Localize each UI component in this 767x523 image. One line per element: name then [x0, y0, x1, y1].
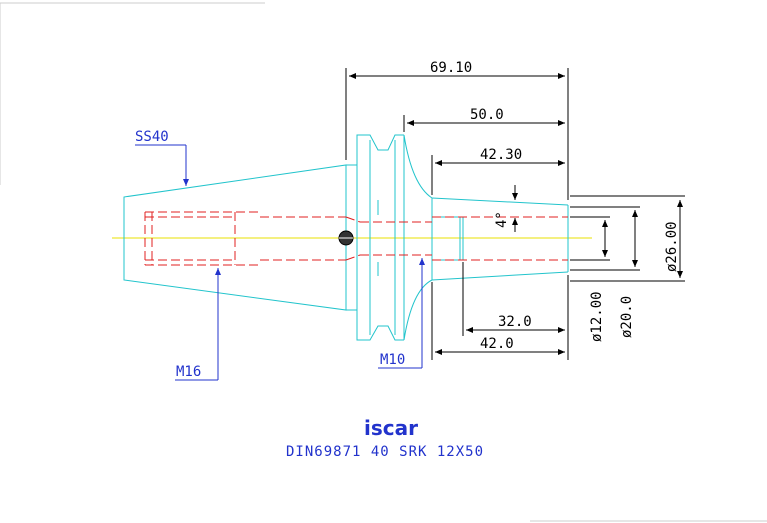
iscar-logo: iscar	[364, 416, 418, 440]
label-thread-m10: M10	[380, 352, 405, 368]
dim-length-42-30: 42.30	[480, 147, 522, 163]
dim-overall-length: 69.10	[430, 60, 472, 76]
dim-diameter-20: ø20.0	[619, 296, 635, 338]
dim-angle: 4°	[494, 211, 510, 228]
dim-length-42: 42.0	[480, 336, 514, 352]
label-thread-m16: M16	[176, 364, 201, 380]
label-taper: SS40	[135, 129, 169, 145]
dim-length-50: 50.0	[470, 107, 504, 123]
tool-designation: DIN69871 40 SRK 12X50	[286, 444, 484, 460]
dim-length-32: 32.0	[498, 314, 532, 330]
tool-outline	[123, 134, 569, 341]
dim-diameter-26: ø26.00	[664, 221, 680, 272]
leader-lines	[135, 144, 425, 381]
hidden-lines	[144, 211, 568, 266]
dim-diameter-12: ø12.00	[589, 291, 605, 342]
dimension-lines	[345, 68, 685, 360]
